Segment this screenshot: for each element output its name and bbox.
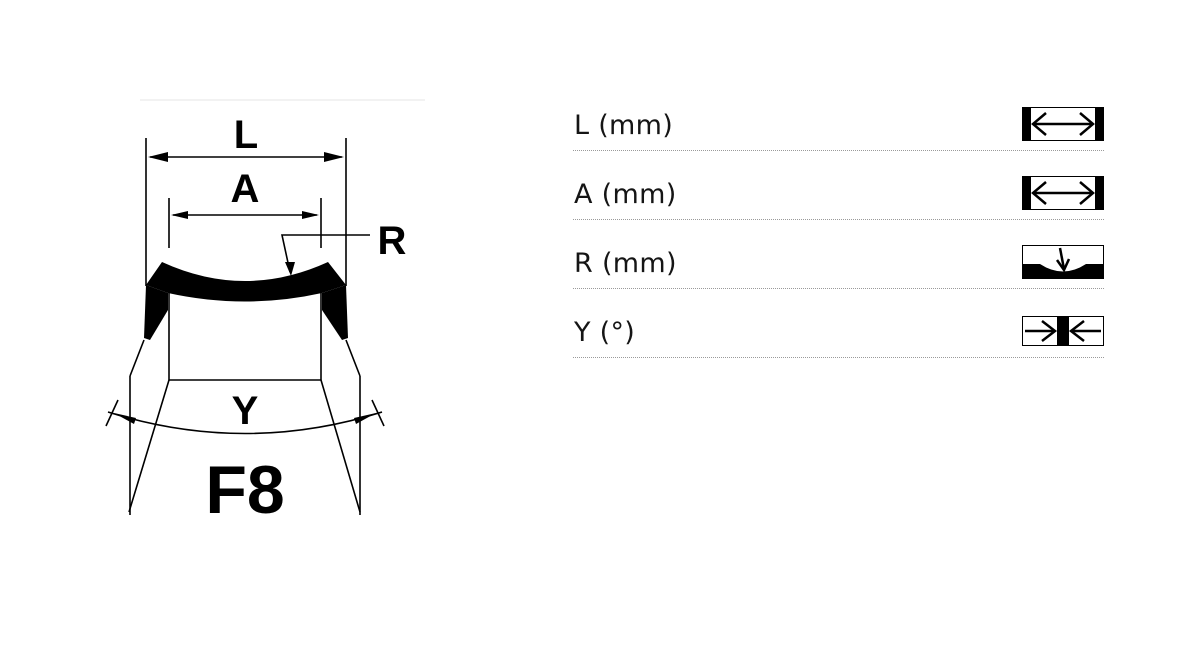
dimension-label-L: L — [234, 113, 258, 157]
spec-row-radius: R (mm) — [573, 234, 1104, 289]
spec-label: L (mm) — [574, 110, 674, 141]
spec-list: L (mm) A (mm) R (mm) Y (° — [573, 96, 1104, 372]
spec-label: A (mm) — [574, 179, 677, 210]
spec-label: Y (°) — [574, 317, 636, 348]
spec-row-angle: Y (°) — [573, 303, 1104, 358]
spec-row-width: A (mm) — [573, 165, 1104, 220]
spec-row-length: L (mm) — [573, 96, 1104, 151]
dimension-label-Y: Y — [232, 389, 259, 433]
dimension-label-A: A — [231, 167, 260, 211]
radius-indicator-icon — [1022, 245, 1104, 279]
dimension-label-R: R — [378, 219, 407, 263]
angle-arrows-icon — [1022, 316, 1104, 346]
spec-label: R (mm) — [574, 248, 677, 279]
profile-name: F8 — [205, 452, 284, 528]
width-arrows-icon — [1022, 176, 1104, 210]
profile-diagram: L A R Y F8 — [105, 99, 425, 528]
width-arrows-icon — [1022, 107, 1104, 141]
